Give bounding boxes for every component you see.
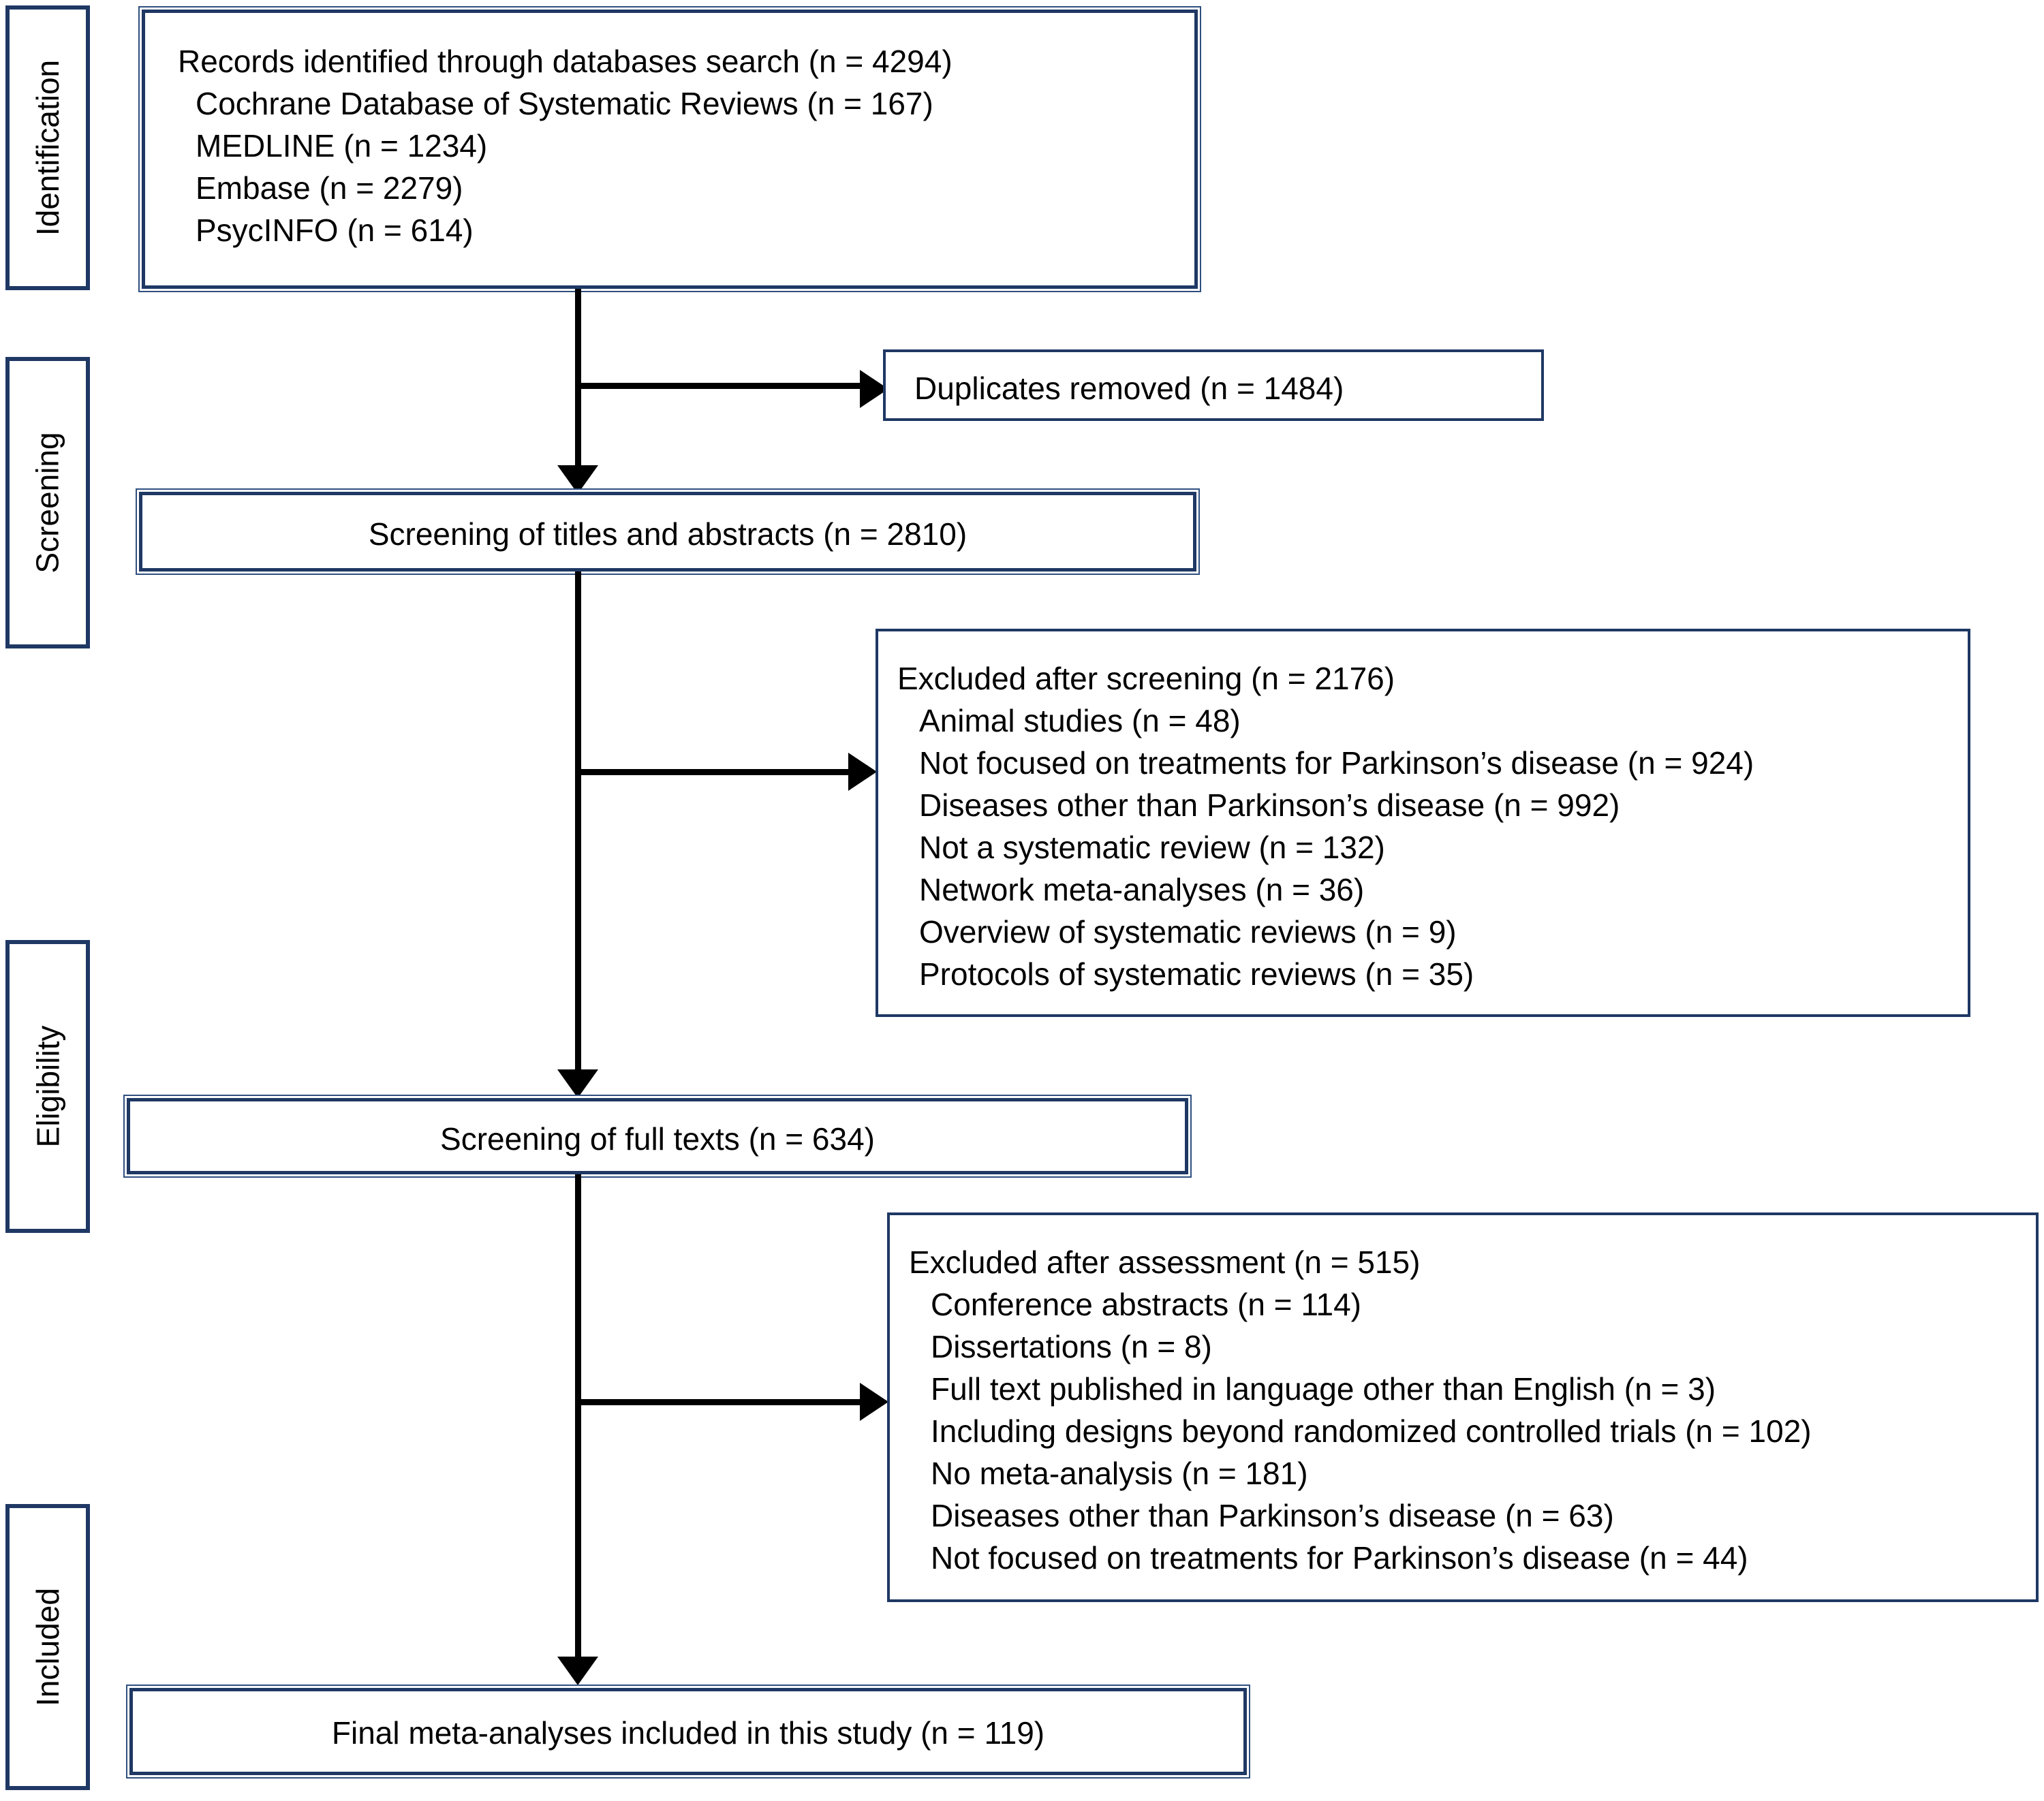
records-identified-source-2: MEDLINE (n = 1234) — [196, 128, 488, 163]
excluded-assessment-reason-3: Full text published in language other th… — [931, 1371, 1716, 1407]
connector-branch-to-excluded-assessment — [575, 1399, 871, 1405]
stage-label-included: Included — [5, 1504, 90, 1790]
excluded-screening-reason-3: Diseases other than Parkinson’s disease … — [919, 787, 1620, 823]
stage-label-screening: Screening — [5, 357, 90, 648]
stage-label-identification-text: Identification — [30, 59, 65, 236]
excluded-assessment-reason-2: Dissertations (n = 8) — [931, 1329, 1212, 1364]
connector-branch-to-excluded-screening — [575, 769, 860, 775]
excluded-assessment-reason-5: No meta-analysis (n = 181) — [931, 1456, 1308, 1491]
excluded-screening-reason-6: Overview of systematic reviews (n = 9) — [919, 914, 1457, 950]
stage-label-eligibility-text: Eligibility — [30, 1025, 66, 1148]
excluded-screening-reason-5: Network meta-analyses (n = 36) — [919, 872, 1365, 907]
connector-screening-to-fulltext — [575, 571, 581, 1076]
excluded-assessment-reason-6: Diseases other than Parkinson’s disease … — [931, 1498, 1614, 1533]
records-identified-source-4: PsycINFO (n = 614) — [196, 213, 474, 248]
connector-fulltext-to-final — [575, 1174, 581, 1658]
arrow-right-to-excluded-screening — [848, 753, 877, 791]
arrow-down-to-screening — [557, 465, 598, 494]
excluded-assessment-reason-7: Not focused on treatments for Parkinson’… — [931, 1540, 1748, 1576]
arrow-down-to-final — [557, 1657, 598, 1685]
records-identified-source-1: Cochrane Database of Systematic Reviews … — [196, 86, 933, 121]
box-records-identified: Records identified through databases sea… — [142, 10, 1198, 289]
excluded-assessment-heading: Excluded after assessment (n = 515) — [909, 1244, 1421, 1280]
box-screening-titles-abstracts: Screening of titles and abstracts (n = 2… — [139, 492, 1196, 571]
arrow-right-to-excluded-assessment — [860, 1383, 888, 1421]
stage-label-included-text: Included — [30, 1588, 66, 1706]
excluded-screening-reason-2: Not focused on treatments for Parkinson’… — [919, 745, 1754, 781]
box-screening-full-texts: Screening of full texts (n = 634) — [127, 1098, 1188, 1174]
excluded-screening-reason-4: Not a systematic review (n = 132) — [919, 830, 1385, 865]
stage-label-identification: Identification — [5, 5, 90, 290]
excluded-screening-reason-7: Protocols of systematic reviews (n = 35) — [919, 956, 1474, 992]
excluded-assessment-reason-1: Conference abstracts (n = 114) — [931, 1287, 1361, 1322]
excluded-assessment-reason-4: Including designs beyond randomized cont… — [931, 1413, 1812, 1449]
records-identified-source-3: Embase (n = 2279) — [196, 170, 463, 206]
box-final-included: Final meta-analyses included in this stu… — [129, 1688, 1247, 1775]
records-identified-heading: Records identified through databases sea… — [178, 44, 953, 79]
box-excluded-after-assessment: Excluded after assessment (n = 515) Conf… — [887, 1212, 2039, 1602]
excluded-screening-heading: Excluded after screening (n = 2176) — [897, 661, 1395, 696]
arrow-down-to-fulltext — [557, 1069, 598, 1098]
screening-full-texts-text: Screening of full texts (n = 634) — [440, 1121, 875, 1157]
box-duplicates-removed: Duplicates removed (n = 1484) — [883, 349, 1544, 421]
stage-label-eligibility: Eligibility — [5, 940, 90, 1233]
connector-branch-to-duplicates — [575, 383, 872, 389]
excluded-screening-reason-1: Animal studies (n = 48) — [919, 703, 1241, 738]
final-included-text: Final meta-analyses included in this stu… — [331, 1715, 1045, 1751]
duplicates-removed-text: Duplicates removed (n = 1484) — [914, 371, 1344, 406]
screening-titles-abstracts-text: Screening of titles and abstracts (n = 2… — [368, 516, 967, 552]
stage-label-screening-text: Screening — [30, 432, 66, 574]
box-excluded-after-screening: Excluded after screening (n = 2176) Anim… — [876, 629, 1970, 1017]
